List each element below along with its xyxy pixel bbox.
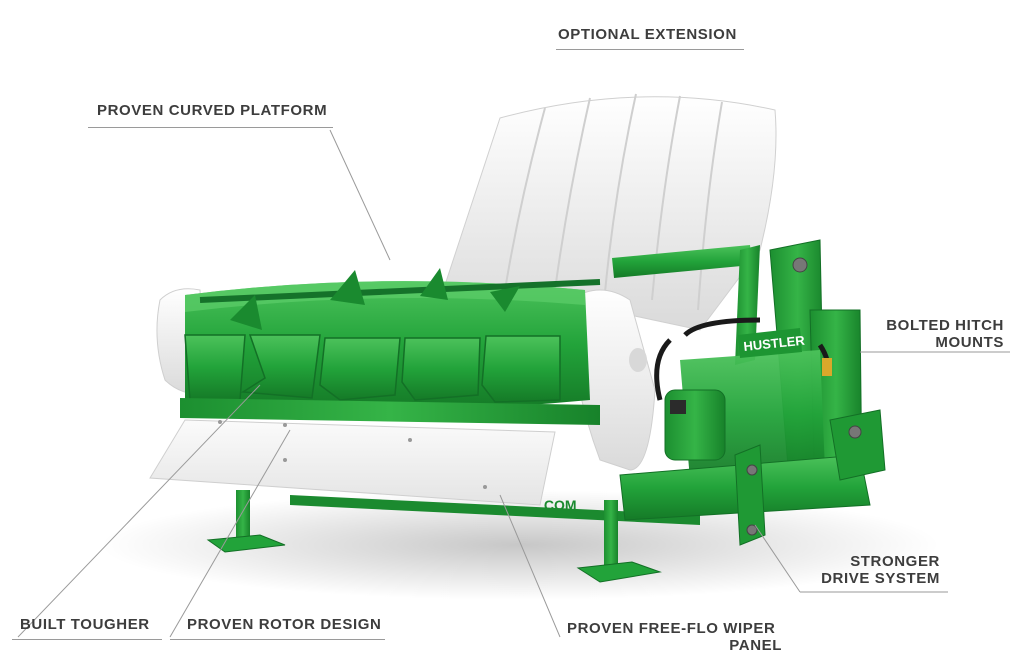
rotor-flails bbox=[184, 334, 561, 403]
end-cap-bolt bbox=[629, 348, 647, 372]
underline-built-tougher bbox=[12, 639, 162, 640]
leader-curved-platform bbox=[329, 129, 391, 261]
under-frame bbox=[290, 495, 700, 525]
optional-extension-panel bbox=[439, 93, 777, 331]
leader-lines bbox=[17, 129, 1010, 638]
callout-drive-line1: STRONGER bbox=[850, 553, 940, 570]
callout-wiper-line2: PANEL bbox=[729, 637, 782, 654]
brand-plate: HUSTLER bbox=[738, 328, 806, 358]
brand-logo-text: HUSTLER bbox=[743, 333, 806, 354]
leader-rotor-design bbox=[169, 429, 291, 638]
leader-built-tougher bbox=[17, 384, 261, 638]
hitch-frame bbox=[612, 239, 886, 546]
callout-rotor-design: PROVEN ROTOR DESIGN bbox=[187, 616, 382, 633]
callout-bolted-hitch-line2: MOUNTS bbox=[935, 334, 1004, 351]
leader-drive-system bbox=[754, 524, 801, 593]
lower-bar bbox=[180, 398, 600, 425]
underline-rotor-design bbox=[170, 639, 385, 640]
ground-shadow bbox=[100, 490, 940, 600]
support-legs bbox=[206, 490, 662, 583]
underline-optional-extension bbox=[556, 49, 744, 50]
underline-curved-platform bbox=[88, 127, 333, 128]
callout-bolted-hitch-line1: BOLTED HITCH bbox=[886, 317, 1004, 334]
callout-wiper-line1: PROVEN FREE-FLO WIPER bbox=[567, 620, 776, 637]
drive-gearbox bbox=[654, 317, 832, 461]
leader-wiper-panel bbox=[499, 494, 561, 638]
callout-curved-platform: PROVEN CURVED PLATFORM bbox=[97, 102, 328, 119]
free-flo-wiper-panel bbox=[149, 419, 556, 506]
callout-drive-line2: DRIVE SYSTEM bbox=[821, 570, 940, 587]
callout-optional-extension: OPTIONAL EXTENSION bbox=[558, 26, 737, 43]
callout-built-tougher: BUILT TOUGHER bbox=[20, 616, 150, 633]
